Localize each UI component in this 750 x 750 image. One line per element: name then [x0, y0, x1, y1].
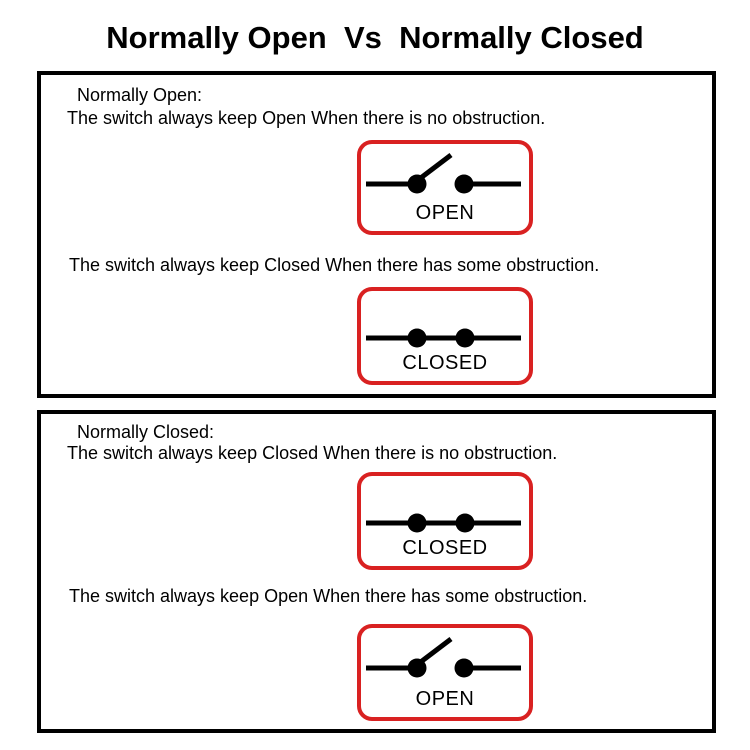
panel-heading: Normally Open:: [77, 85, 203, 105]
description-line: The switch always keep Open When there i…: [67, 108, 546, 128]
description-line: The switch always keep Closed When there…: [69, 255, 600, 275]
open-switch-symbol: [366, 637, 521, 678]
switch-figure-open: OPEN: [357, 624, 533, 721]
page-title: Normally Open Vs Normally Closed: [106, 20, 644, 55]
description-line: The switch always keep Open When there h…: [69, 586, 588, 606]
panel-normally-closed: Normally Closed: The switch always keep …: [37, 410, 716, 733]
switch-figure-open: OPEN: [357, 140, 533, 235]
panel-normally-open: Normally Open: The switch always keep Op…: [37, 71, 716, 398]
closed-switch-symbol: [366, 513, 521, 533]
switch-state-label: CLOSED: [402, 352, 488, 374]
description-line: The switch always keep Closed When there…: [67, 443, 558, 463]
switch-state-label: OPEN: [415, 202, 475, 224]
open-switch-symbol: [366, 153, 521, 194]
switch-state-label: OPEN: [415, 688, 475, 710]
panel-heading: Normally Closed:: [77, 422, 215, 442]
switch-figure-closed: CLOSED: [357, 287, 533, 385]
switch-figure-closed: CLOSED: [357, 472, 533, 570]
closed-switch-symbol: [366, 328, 521, 348]
switch-state-label: CLOSED: [402, 537, 488, 559]
